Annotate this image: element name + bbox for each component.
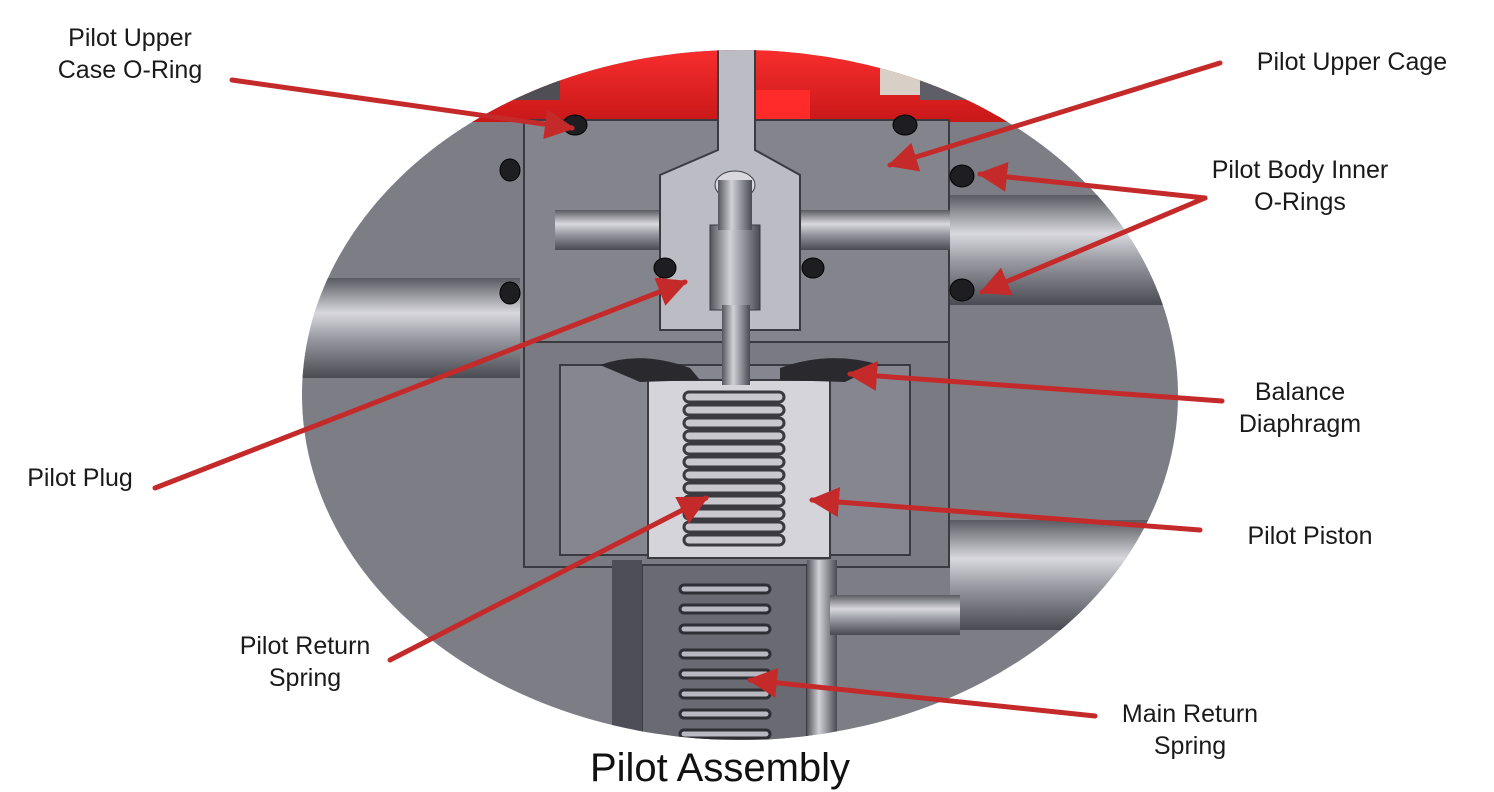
label-line: Main Return (1121, 700, 1259, 728)
label-upper-case-oring: Pilot Upper Case O-Ring (30, 22, 230, 86)
label-line: Case O-Ring (57, 56, 203, 84)
arrow-body-oring-lower (979, 195, 1208, 296)
label-upper-cage: Pilot Upper Cage (1222, 46, 1482, 78)
arrow-balance-diaphragm (847, 360, 1225, 404)
label-line: Spring (1153, 732, 1227, 760)
label-line: Pilot Plug (27, 464, 133, 492)
arrow-body-oring-upper (977, 161, 1208, 201)
label-body-inner-orings: Pilot Body Inner O-Rings (1180, 154, 1420, 218)
label-line: Pilot Upper (68, 24, 192, 52)
label-line: Balance (1254, 378, 1346, 406)
arrow-pilot-plug (152, 277, 688, 491)
diagram-title: Pilot Assembly (589, 746, 851, 790)
arrow-pilot-piston (809, 487, 1203, 533)
label-line: Pilot Piston (1247, 522, 1373, 550)
cutaway-body (302, 50, 1178, 740)
label-pilot-return-spring: Pilot Return Spring (205, 630, 405, 694)
label-line: Pilot Upper Cage (1256, 48, 1448, 76)
label-main-return-spring: Main Return Spring (1090, 698, 1290, 762)
main-return-spring-coils (678, 583, 772, 740)
label-balance-diaphragm: Balance Diaphragm (1200, 376, 1400, 440)
o-rings (499, 114, 975, 305)
label-pilot-plug: Pilot Plug (5, 462, 155, 494)
label-line: Pilot Body Inner (1211, 156, 1389, 184)
arrow-upper-case-oring (229, 77, 575, 140)
label-line: Spring (268, 664, 342, 692)
pilot-return-spring-coils (682, 390, 786, 547)
balance-diaphragm-left (600, 358, 700, 382)
arrow-upper-cage (887, 60, 1223, 172)
label-pilot-piston: Pilot Piston (1205, 520, 1415, 552)
leader-arrows (152, 60, 1225, 719)
arrow-pilot-return-spring (387, 495, 709, 663)
arrow-main-return-spring (747, 667, 1098, 719)
label-line: Diaphragm (1238, 410, 1362, 438)
label-line: O-Rings (1254, 188, 1346, 216)
label-line: Pilot Return (239, 632, 371, 660)
